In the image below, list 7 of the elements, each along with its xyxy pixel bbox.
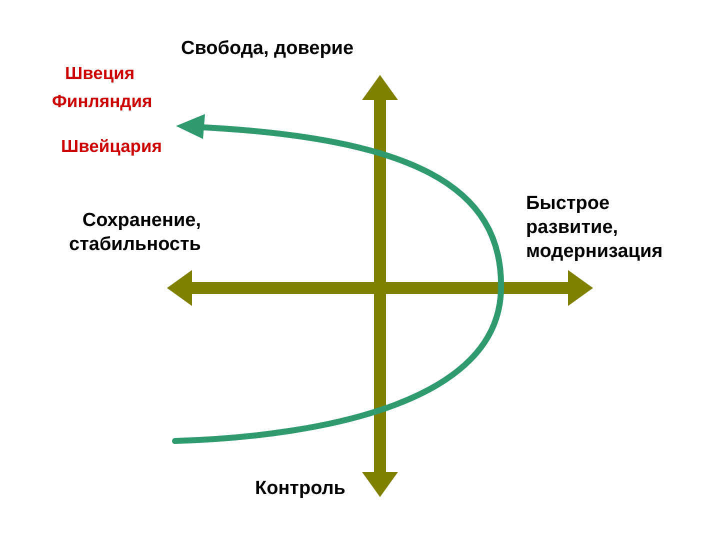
axis-label: Контроль [255,477,346,501]
axis-label: Быстрое развитие, модернизация [526,192,664,264]
country-label: Швейцария [61,136,162,158]
country-label: Финляндия [52,91,152,113]
axis-label: Сохранение, стабильность [68,209,201,256]
country-label: Швеция [65,63,135,85]
axis-label: Свобода, доверие [181,37,354,61]
